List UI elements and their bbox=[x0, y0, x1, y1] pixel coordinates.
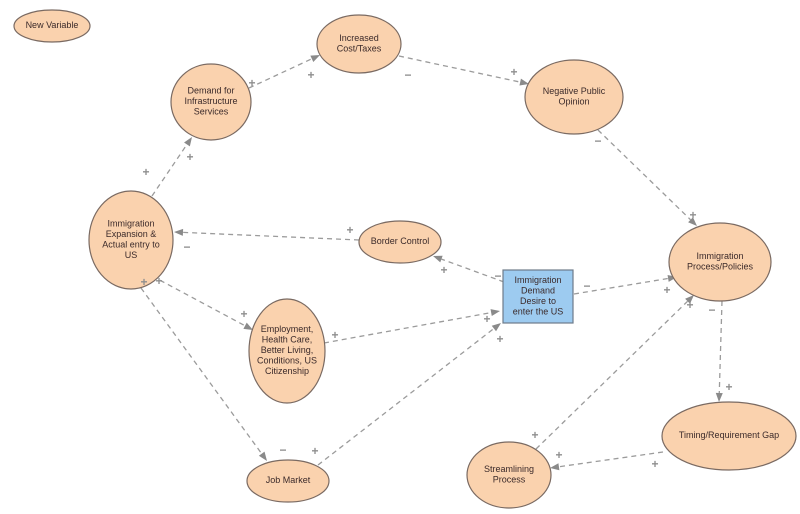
arrowhead-icon bbox=[688, 217, 697, 226]
edge-line bbox=[558, 451, 664, 468]
edge-immigration-demand-to-immigration-process[interactable] bbox=[573, 275, 677, 295]
arrowhead-icon bbox=[433, 255, 443, 263]
node-shape-ellipse bbox=[661, 401, 797, 471]
edge-polarity-sign: − bbox=[583, 279, 590, 293]
node-shape-ellipse bbox=[524, 59, 624, 135]
edge-line bbox=[323, 311, 492, 344]
arrowhead-icon bbox=[550, 463, 560, 471]
edge-polarity-sign: + bbox=[142, 165, 149, 179]
arrowhead-icon bbox=[491, 323, 501, 332]
node-shape-ellipse bbox=[13, 9, 91, 43]
edge-line bbox=[248, 58, 313, 89]
edge-polarity-sign: + bbox=[307, 68, 314, 82]
node-job-market[interactable]: Job Market bbox=[246, 459, 330, 503]
edge-line bbox=[151, 144, 188, 197]
arrowhead-icon bbox=[715, 392, 723, 402]
node-shape-ellipse bbox=[248, 298, 326, 404]
node-employment-health-care-better-living-conditions-us-citizenship[interactable]: Employment,Health Care,Better Living,Con… bbox=[248, 298, 326, 404]
edge-polarity-sign: + bbox=[651, 457, 658, 471]
edge-polarity-sign: − bbox=[404, 68, 411, 82]
edge-negative-public-opinion-to-immigration-process[interactable] bbox=[597, 129, 697, 226]
arrowhead-icon bbox=[490, 309, 500, 317]
node-new-variable[interactable]: New Variable bbox=[13, 9, 91, 43]
arrowhead-icon bbox=[258, 451, 267, 461]
edge-polarity-sign: + bbox=[346, 223, 353, 237]
edge-line bbox=[398, 55, 521, 83]
edge-border-control-to-immigration-expansion[interactable] bbox=[174, 228, 360, 241]
edge-polarity-sign: + bbox=[496, 332, 503, 346]
edge-timing-requirement-gap-to-streamlining-process[interactable] bbox=[550, 451, 664, 471]
node-shape-ellipse bbox=[316, 14, 402, 74]
edge-line bbox=[151, 275, 246, 327]
edge-job-market-to-immigration-demand[interactable] bbox=[317, 323, 501, 466]
edge-immigration-expansion-to-demand-infrastructure[interactable] bbox=[151, 137, 192, 197]
edge-polarity-sign: + bbox=[240, 307, 247, 321]
node-shape-rect bbox=[502, 269, 574, 324]
node-shape-ellipse bbox=[668, 222, 772, 302]
edge-line bbox=[140, 287, 263, 455]
node-timing-requirement-gap[interactable]: Timing/Requirement Gap bbox=[661, 401, 797, 471]
edge-immigration-expansion-to-job-market[interactable] bbox=[140, 287, 267, 461]
edge-polarity-sign: + bbox=[186, 150, 193, 164]
edge-polarity-sign: + bbox=[531, 428, 538, 442]
node-shape-ellipse bbox=[466, 441, 552, 509]
edges-layer bbox=[140, 55, 723, 471]
edge-polarity-sign: + bbox=[663, 283, 670, 297]
edge-polarity-sign: − bbox=[594, 134, 601, 148]
edge-polarity-sign: − bbox=[183, 240, 190, 254]
edge-line bbox=[597, 129, 691, 221]
node-shape-ellipse bbox=[358, 220, 442, 264]
node-border-control[interactable]: Border Control bbox=[358, 220, 442, 264]
node-shape-ellipse bbox=[246, 459, 330, 503]
edge-polarity-sign: + bbox=[725, 380, 732, 394]
edge-demand-infrastructure-to-increased-cost[interactable] bbox=[248, 55, 320, 89]
edge-polarity-sign: − bbox=[708, 303, 715, 317]
edge-line bbox=[182, 231, 360, 241]
edge-immigration-process-to-timing-requirement-gap[interactable] bbox=[715, 300, 723, 402]
arrowhead-icon bbox=[184, 137, 192, 147]
edge-line bbox=[441, 258, 505, 283]
edge-polarity-sign: + bbox=[510, 65, 517, 79]
arrowhead-icon bbox=[685, 295, 694, 304]
edge-polarity-sign: + bbox=[555, 448, 562, 462]
edge-polarity-sign: + bbox=[440, 263, 447, 277]
arrowhead-icon bbox=[519, 78, 529, 86]
edge-employment-to-immigration-demand[interactable] bbox=[323, 309, 500, 344]
edge-polarity-sign: − bbox=[279, 443, 286, 457]
arrowhead-icon bbox=[174, 228, 184, 236]
node-shape-ellipse bbox=[88, 190, 174, 290]
edge-line bbox=[718, 300, 723, 394]
edge-line bbox=[317, 328, 495, 466]
node-shape-ellipse bbox=[170, 63, 252, 141]
edge-streamlining-process-to-immigration-process[interactable] bbox=[535, 295, 694, 450]
arrowhead-icon bbox=[243, 322, 253, 330]
edge-increased-cost-to-negative-public-opinion[interactable] bbox=[398, 55, 529, 86]
edge-immigration-expansion-to-employment[interactable] bbox=[151, 275, 253, 330]
edge-polarity-sign: + bbox=[311, 444, 318, 458]
edge-immigration-demand-to-border-control[interactable] bbox=[433, 255, 505, 283]
arrowhead-icon bbox=[310, 55, 320, 62]
edge-line bbox=[573, 277, 669, 295]
